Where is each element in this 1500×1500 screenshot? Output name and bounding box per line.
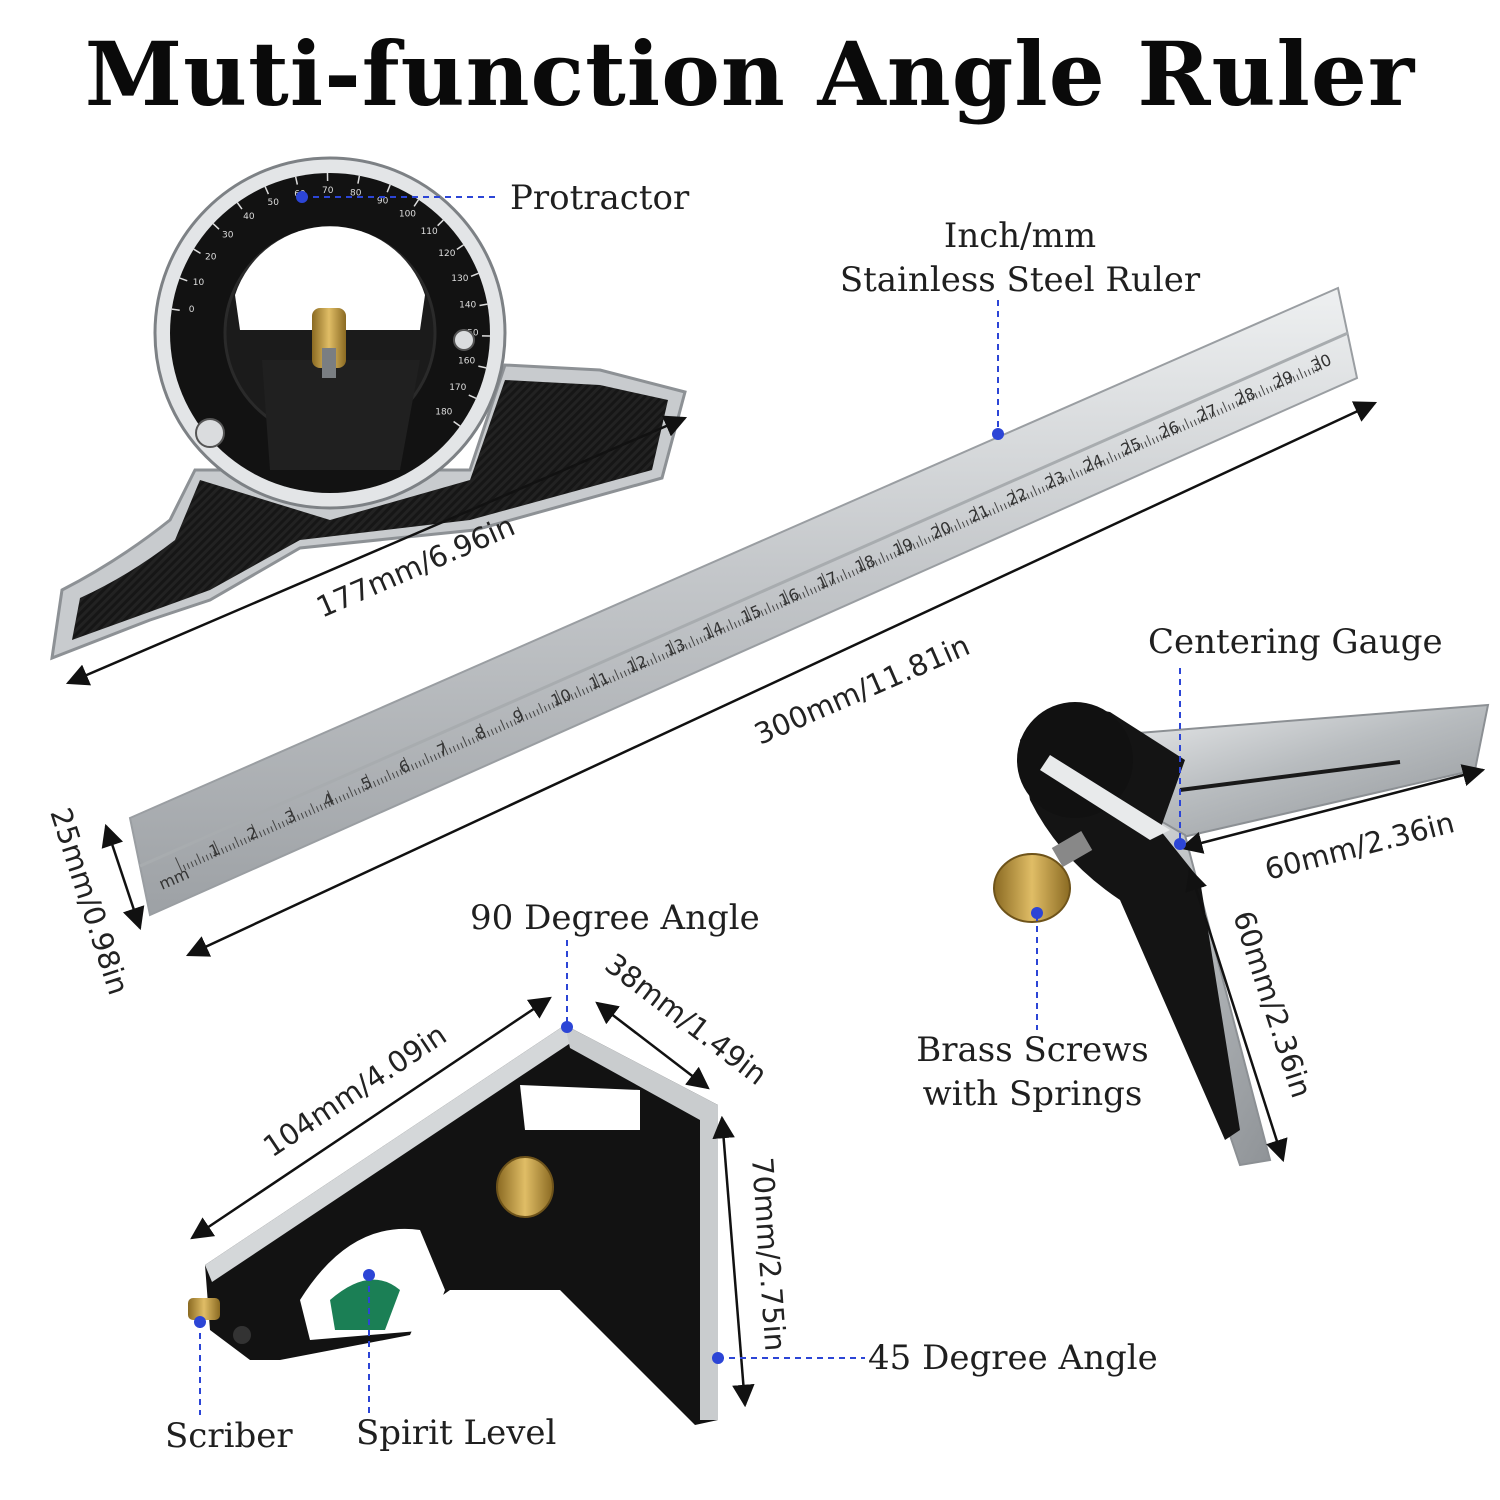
- protractor-tick: [468, 394, 477, 400]
- protractor-tick: [294, 176, 299, 185]
- ruler-tick: [1277, 382, 1281, 389]
- label-90-degree: 90 Degree Angle: [470, 898, 760, 938]
- protractor-number: 120: [438, 249, 455, 259]
- ruler-tick: [1238, 388, 1247, 404]
- ruler-tick: [1284, 379, 1289, 386]
- ruler-tick: [1276, 371, 1285, 387]
- callout-dot: [1174, 838, 1186, 850]
- ruler-tick: [1298, 368, 1304, 379]
- label-protractor: Protractor: [510, 178, 690, 218]
- ruler-tick: [1265, 387, 1270, 394]
- page-title: Muti-function Angle Ruler: [84, 22, 1416, 126]
- scriber-tip: [188, 1298, 220, 1320]
- dim-gauge-horizontal: 60mm/2.36in: [1261, 805, 1458, 887]
- protractor-tick: [479, 303, 488, 307]
- label-45-degree: 45 Degree Angle: [868, 1338, 1158, 1378]
- protractor-tick: [264, 186, 270, 195]
- protractor-number: 40: [243, 212, 255, 222]
- protractor-tick: [193, 248, 201, 255]
- label-ruler: Inch/mm Stainless Steel Ruler: [830, 214, 1210, 302]
- ruler-tick: [1250, 394, 1255, 401]
- ruler-tick: [1246, 396, 1251, 402]
- dimension-arrows: [65, 401, 1486, 1408]
- label-brass-screws: Brass Screws with Springs: [900, 1028, 1165, 1116]
- label-spirit-level: Spirit Level: [356, 1413, 557, 1453]
- protractor-number: 130: [451, 274, 468, 284]
- protractor-tick: [413, 199, 420, 207]
- protractor-number: 90: [377, 196, 389, 206]
- protractor-number: 110: [421, 227, 438, 237]
- callout-dot: [296, 191, 308, 203]
- protractor-number: 180: [435, 407, 452, 417]
- ruler-tick: [1315, 366, 1319, 372]
- ruler-tick: [1258, 391, 1262, 397]
- ruler-tick: [174, 857, 183, 873]
- protractor-tick: [179, 277, 188, 282]
- label-centering-gauge: Centering Gauge: [1148, 622, 1443, 662]
- label-brass-line2: with Springs: [922, 1074, 1143, 1114]
- protractor-number: 70: [322, 186, 334, 196]
- callout-dot: [561, 1021, 573, 1033]
- label-brass-line1: Brass Screws: [916, 1030, 1149, 1070]
- pivot-screw: [195, 418, 225, 448]
- callout-dots: [194, 191, 1186, 1364]
- protractor-number: 0: [189, 305, 195, 315]
- dim-ruler-width: 25mm/0.98in: [43, 804, 135, 999]
- protractor-tick: [386, 184, 391, 193]
- protractor-tick: [357, 175, 361, 184]
- protractor-number: 160: [458, 357, 475, 367]
- label-ruler-line2: Stainless Steel Ruler: [839, 260, 1201, 300]
- protractor-tick: [437, 219, 444, 227]
- label-scriber: Scriber: [165, 1416, 293, 1456]
- protractor-tick: [236, 202, 243, 210]
- dim-ruler-length: 300mm/11.81in: [749, 628, 974, 751]
- ruler-tick: [1288, 377, 1293, 384]
- callout-dot: [1031, 907, 1043, 919]
- callout-dot: [992, 428, 1004, 440]
- protractor-tick: [171, 308, 180, 312]
- protractor-brass-nut: [312, 308, 346, 368]
- brass-screw-square: [496, 1156, 554, 1218]
- ruler-tick: [1292, 376, 1296, 382]
- ruler-tick: [1314, 355, 1323, 371]
- ruler-tick: [1273, 384, 1277, 391]
- protractor-number: 10: [193, 278, 205, 288]
- ruler-tick: [1307, 369, 1312, 376]
- callout-dot: [712, 1352, 724, 1364]
- protractor-number: 100: [399, 209, 416, 219]
- callout-dot: [194, 1316, 206, 1328]
- dim-square-height: 70mm/2.75in: [745, 1156, 792, 1352]
- protractor-number: 20: [205, 253, 217, 263]
- protractor-tick: [470, 272, 479, 277]
- protractor-tick: [456, 244, 464, 250]
- ruler-tick: [1260, 384, 1266, 396]
- protractor-number: 140: [459, 301, 476, 311]
- callout-dot: [363, 1269, 375, 1281]
- ruler-tick: [1311, 367, 1315, 374]
- ruler-tick: [1296, 374, 1300, 381]
- protractor-tick: [478, 365, 487, 369]
- protractor-tick: [212, 223, 220, 230]
- protractor-number: 170: [449, 383, 466, 393]
- ruler-tick: [1269, 386, 1274, 392]
- ruler-tick: [182, 864, 187, 871]
- protractor-number: 80: [350, 188, 362, 198]
- protractor-number: 50: [268, 198, 280, 208]
- square-head: [188, 1025, 718, 1425]
- ruler-tick: [1254, 392, 1258, 399]
- label-ruler-line1: Inch/mm: [943, 216, 1097, 256]
- spirit-level-vial: [330, 1279, 400, 1330]
- ruler-tick: [1303, 371, 1308, 377]
- callout-leaders: [199, 196, 1181, 1415]
- protractor-number: 30: [222, 230, 234, 240]
